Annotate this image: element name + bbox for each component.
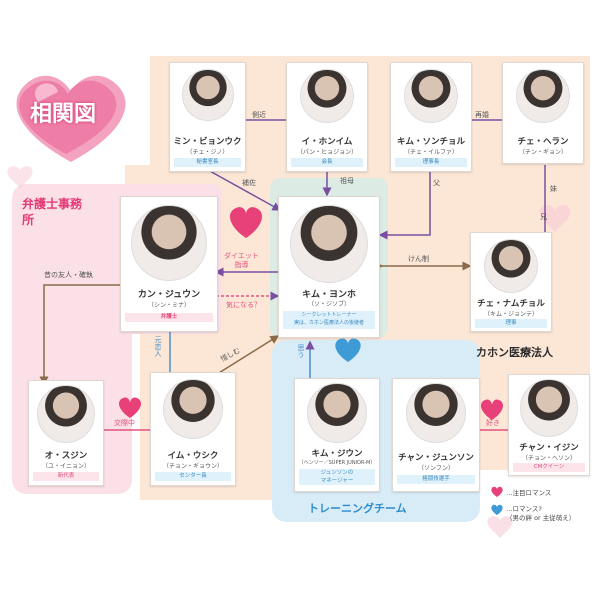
card-chany[interactable]: チャン・イジン （チョン・ヘソン） CMクイーン	[508, 374, 590, 476]
name-min: ミン・ビョンウク	[173, 137, 242, 147]
heart-pink-icon	[480, 399, 504, 420]
name-kang: カン・ジュウン	[137, 290, 201, 300]
role-chany: CMクイーン	[513, 463, 585, 472]
label-diet: ダイエット 指導	[224, 252, 259, 269]
portrait-chanj	[406, 383, 466, 443]
reading-kimj: （ヘンリー／SUPER JUNIOR-M）	[298, 460, 376, 466]
reading-kimyh: （ソ・ジソブ）	[307, 301, 350, 308]
portrait-choinc	[484, 239, 538, 293]
name-kimyh: キム・ヨンホ	[301, 290, 356, 300]
label-mukashi: 昔の友人・確執	[44, 271, 93, 279]
portrait-oh	[37, 385, 95, 443]
kahon-medical-title: カホン医療法人	[476, 346, 553, 359]
name-oh: オ・スジン	[44, 451, 88, 461]
role-oh: 新代表	[33, 472, 99, 481]
portrait-kimsc	[404, 69, 458, 123]
portrait-lee	[300, 69, 354, 123]
portrait-kang	[131, 205, 207, 281]
card-oh[interactable]: オ・スジン （ユ・イニョン） 新代表	[28, 380, 104, 486]
card-kang[interactable]: カン・ジュウン （シン・ミナ） 弁護士	[120, 196, 218, 332]
portrait-lim	[163, 379, 223, 439]
card-choinc[interactable]: チェ・ナムチョル （キム・ジョンテ） 理事	[470, 232, 552, 332]
heart-blue-icon	[335, 338, 361, 362]
role-choinc: 理事	[475, 319, 547, 328]
reading-choi: （チン・ギョン）	[518, 149, 567, 156]
label-chichi: 父	[433, 179, 440, 187]
legend-blue-text: …ロマンス? （男の絆 or 主従萌え）	[506, 505, 576, 522]
training-team-title: トレーニングチーム	[308, 502, 407, 515]
role-kimj: ジュンソンの マネージャー	[299, 469, 375, 485]
reading-lim: （チョン・ギョウン）	[162, 463, 223, 470]
card-choi[interactable]: チェ・ヘラン （チン・ギョン）	[502, 62, 584, 164]
role-lee: 会長	[291, 158, 363, 167]
portrait-chany	[520, 379, 578, 437]
card-kimj[interactable]: キム・ジウン （ヘンリー／SUPER JUNIOR-M） ジュンソンの マネージ…	[294, 378, 380, 492]
name-choinc: チェ・ナムチョル	[477, 299, 545, 309]
label-suki: 好き	[486, 419, 500, 427]
portrait-min	[181, 69, 234, 121]
reading-min: （チェ・ジノ）	[186, 149, 229, 156]
heart-pink-icon	[118, 397, 142, 418]
name-chanj: チャン・ジュンソン	[398, 453, 474, 463]
reading-lee: （パン・ヒョジョン）	[296, 149, 358, 156]
card-lim[interactable]: イム・ウシク （チョン・ギョウン） センター長	[150, 372, 236, 486]
label-ani: 兄	[540, 213, 547, 221]
portrait-kimyh	[290, 205, 368, 283]
label-saikon: 再婚	[475, 111, 489, 119]
role-kimsc: 理事長	[395, 158, 467, 167]
portrait-choi	[516, 69, 570, 123]
label-hosa: 補佐	[242, 179, 256, 187]
label-imouto: 妹	[550, 185, 557, 193]
reading-chanj: （ソンフン）	[418, 465, 454, 472]
label-sokkin: 側近	[252, 111, 266, 119]
role-kang: 弁護士	[125, 313, 213, 322]
lawyer-office-title: 弁護士事務所	[22, 197, 83, 227]
label-kininaru: 気になる？	[226, 301, 261, 309]
legend-blue-heart-icon	[491, 504, 503, 515]
name-kimsc: キム・ソンチョル	[396, 137, 465, 147]
label-omou: 思う	[297, 344, 305, 358]
name-chany: チャン・イジン	[519, 443, 579, 453]
reading-choinc: （キム・ジョンテ）	[483, 311, 538, 318]
label-sobo: 祖母	[340, 177, 354, 185]
reading-kang: （シン・ミナ）	[147, 302, 190, 309]
card-chanj[interactable]: チャン・ジュンソン （ソンフン） 格闘技選手	[392, 378, 480, 492]
reading-kimsc: （チェ・イルファ）	[403, 149, 458, 156]
label-moto-koibito: 元恋人	[154, 336, 162, 357]
legend-pink-heart-icon	[491, 486, 503, 497]
title-heart-icon	[16, 75, 126, 162]
legend-pink-text: …注目ロマンス	[506, 489, 552, 497]
portrait-kimj	[307, 383, 367, 443]
heart-pink-icon	[230, 207, 262, 238]
reading-oh: （ユ・イニョン）	[41, 463, 90, 470]
role-kimyh: シークレットトレーナー 実は、カホン医療法人の後継者	[283, 311, 375, 329]
name-lee: イ・ホンイム	[301, 137, 353, 147]
name-lim: イム・ウシク	[167, 451, 219, 461]
reading-chany: （チョン・ヘソン）	[521, 455, 576, 462]
card-lee[interactable]: イ・ホンイム （パン・ヒョジョン） 会長	[286, 62, 368, 172]
role-chanj: 格闘技選手	[397, 475, 475, 484]
name-kimj: キム・ジウン	[311, 449, 363, 459]
name-choi: チェ・ヘラン	[517, 137, 569, 147]
label-koisaki: 交際中	[114, 419, 135, 427]
role-min: 秘書室長	[174, 158, 241, 167]
card-kimyh[interactable]: キム・ヨンホ （ソ・ジソブ） シークレットトレーナー 実は、カホン医療法人の後継…	[278, 196, 380, 338]
card-min[interactable]: ミン・ビョンウク （チェ・ジノ） 秘書室長	[169, 62, 246, 172]
card-kimsc[interactable]: キム・ソンチョル （チェ・イルファ） 理事長	[390, 62, 472, 172]
label-kenka: けん制	[408, 255, 429, 263]
role-lim: センター長	[155, 472, 231, 481]
page-title: 相関図	[30, 102, 97, 127]
